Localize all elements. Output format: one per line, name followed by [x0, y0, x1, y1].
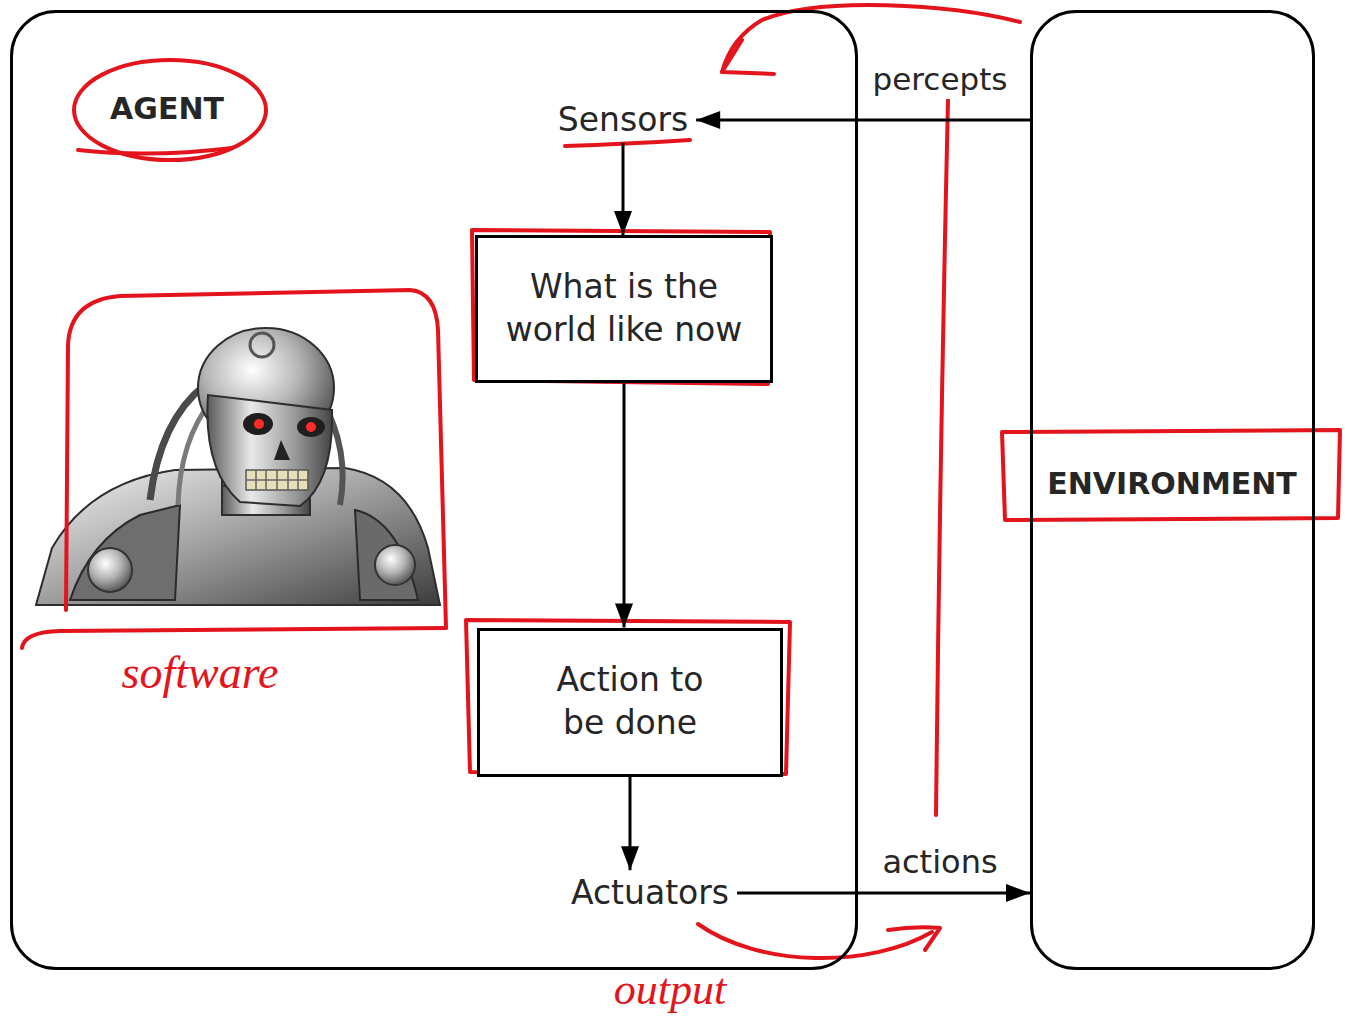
arc-arrowhead	[722, 40, 774, 74]
environment-frame: ENVIRONMENT	[1030, 10, 1315, 970]
sensors-label: Sensors	[550, 97, 696, 143]
drawing-part	[246, 479, 308, 481]
drawing-part	[70, 505, 180, 600]
output-arrowhead	[888, 927, 940, 950]
connector-arrow	[615, 383, 633, 628]
connector-line	[737, 892, 1030, 895]
edge-label-holder: actions	[879, 843, 1000, 881]
arrowhead	[696, 111, 720, 129]
drawing-part	[207, 395, 332, 506]
actuators-label: Actuators	[563, 870, 737, 916]
drawing-part	[250, 333, 274, 357]
annotation-holder: software	[122, 648, 279, 699]
connector-line	[696, 119, 1030, 122]
agent-frame: AGENT SensorsWhat is the world like nowAc…	[10, 10, 858, 970]
drawing-part	[297, 417, 325, 437]
arrowhead	[1006, 884, 1030, 902]
arrowhead	[615, 604, 633, 628]
process-box: Action to be done	[477, 628, 783, 777]
box-text: Action to be done	[543, 659, 718, 745]
drawing-part	[88, 548, 132, 592]
connector-arrow	[737, 884, 1030, 902]
component-name: Actuators	[571, 873, 729, 913]
arrowhead	[614, 211, 632, 235]
edge-label-holder: percepts	[870, 61, 1011, 98]
environment-highlight	[1002, 430, 1340, 520]
red-annotations	[22, 5, 1340, 958]
connector-arrow	[614, 143, 632, 235]
annotation-holder: output	[614, 966, 726, 1014]
bracket-line	[936, 100, 948, 815]
frame-title: ENVIRONMENT	[1047, 464, 1297, 503]
drawing-part	[243, 413, 273, 435]
drawing-part	[274, 440, 290, 460]
process-box: What is the world like now	[475, 235, 773, 383]
drawing-part	[254, 419, 264, 429]
component-name: Sensors	[558, 100, 688, 140]
sensors-underline	[565, 140, 690, 146]
box-text: What is the world like now	[499, 266, 749, 352]
drawing-part	[246, 470, 308, 490]
connector-arrow	[696, 111, 1030, 129]
agent-circle	[74, 60, 266, 160]
connector-line	[623, 383, 626, 628]
robot-illustration	[36, 328, 440, 605]
drawing-part	[375, 545, 415, 585]
handwritten-note: software	[122, 648, 279, 699]
software-underline	[22, 628, 446, 648]
drawing-part	[355, 510, 418, 600]
software-outline	[66, 290, 446, 628]
edge-label: actions	[879, 843, 1000, 881]
connector-arrow	[621, 777, 639, 871]
edge-label: percepts	[870, 61, 1011, 98]
agent-underline	[78, 148, 232, 154]
frame-title: AGENT	[110, 89, 224, 128]
handwritten-note: output	[614, 966, 726, 1014]
arrowhead	[621, 846, 639, 870]
drawing-part	[306, 422, 316, 432]
